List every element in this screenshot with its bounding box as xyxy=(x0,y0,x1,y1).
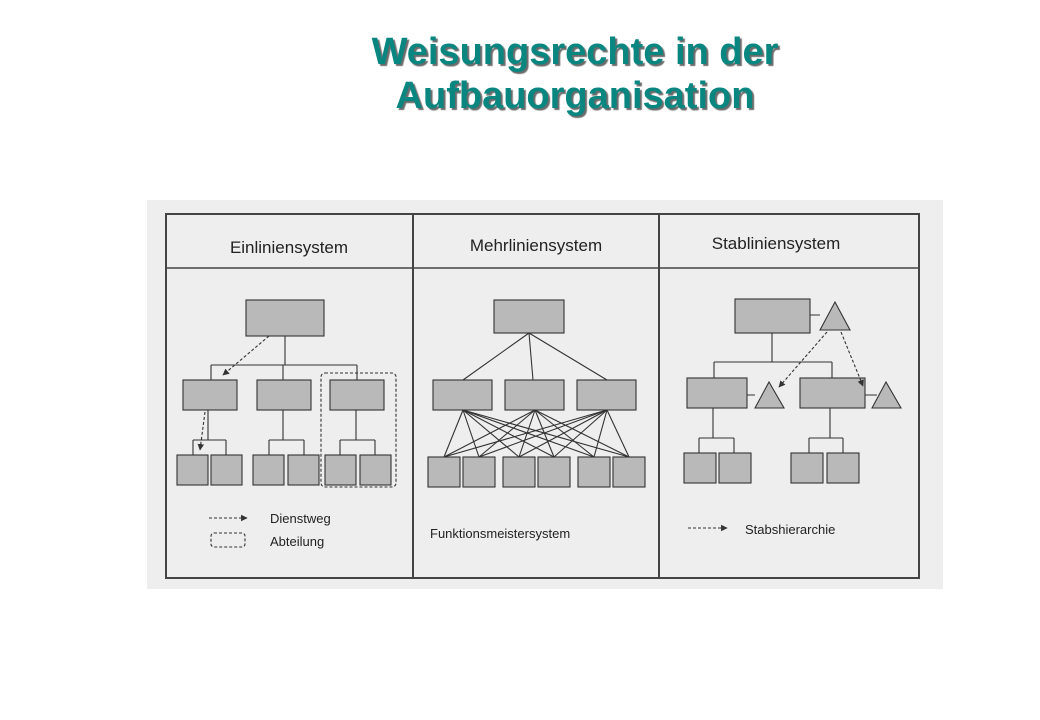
functional-line xyxy=(462,409,630,458)
org-box xyxy=(359,454,392,486)
functional-line xyxy=(518,409,608,458)
org-box xyxy=(329,379,385,411)
org-box xyxy=(537,456,571,488)
org-box xyxy=(182,379,238,411)
dienstweg-arrow xyxy=(197,411,206,451)
panel-title-mehrliniensystem: Mehrliniensystem xyxy=(470,236,602,255)
legend-dienstweg-label: Dienstweg xyxy=(270,511,331,526)
org-box xyxy=(427,456,461,488)
org-box xyxy=(686,377,748,409)
department-outline xyxy=(320,372,397,488)
legend-stabshierarchie-label: Stabshierarchie xyxy=(745,522,835,537)
staff-unit-triangle xyxy=(754,380,785,409)
org-box xyxy=(256,379,312,411)
org-box xyxy=(790,452,824,484)
org-box xyxy=(577,456,611,488)
staff-unit-triangle xyxy=(871,380,902,409)
org-box xyxy=(826,452,860,484)
org-box xyxy=(252,454,285,486)
functional-line xyxy=(462,409,520,458)
functional-line xyxy=(462,409,480,458)
org-box xyxy=(718,452,752,484)
functional-line xyxy=(593,409,608,458)
functional-line xyxy=(443,409,608,458)
staff-unit-triangle xyxy=(819,300,851,331)
functional-line xyxy=(462,409,595,458)
slide-title-line-2: Aufbauorganisation xyxy=(395,75,755,117)
org-box xyxy=(612,456,646,488)
einlinien-chart: Dienstweg Abteilung xyxy=(176,299,397,549)
functional-line xyxy=(443,409,464,458)
org-box xyxy=(576,379,637,411)
org-box xyxy=(324,454,357,486)
org-box xyxy=(210,454,243,486)
org-box xyxy=(493,299,565,334)
functional-line xyxy=(534,409,630,458)
panel-title-stabliniensystem: Stabliniensystem xyxy=(712,234,841,253)
mehrlinien-chart: Funktionsmeistersystem xyxy=(427,299,646,541)
org-box xyxy=(245,299,325,337)
functional-line xyxy=(462,409,555,458)
org-box xyxy=(287,454,320,486)
functional-line xyxy=(443,409,536,458)
org-box xyxy=(502,456,536,488)
org-box xyxy=(683,452,717,484)
functional-line xyxy=(478,409,536,458)
org-box xyxy=(734,298,811,334)
organization-diagram: Einliniensystem Mehrliniensystem Stablin… xyxy=(147,200,943,589)
stablinien-chart: Stabshierarchie xyxy=(683,298,902,537)
panel-title-einliniensystem: Einliniensystem xyxy=(230,238,348,257)
slide-title-line-1: Weisungsrechte in der xyxy=(371,31,779,73)
functional-line xyxy=(606,409,630,458)
functional-lines xyxy=(443,409,630,458)
legend-abteilung-label: Abteilung xyxy=(270,534,324,549)
functional-line xyxy=(553,409,608,458)
org-box xyxy=(432,379,493,411)
org-box xyxy=(462,456,496,488)
dienstweg-arrow xyxy=(222,335,270,376)
org-box xyxy=(799,377,866,409)
legend-funktionsmeistersystem-label: Funktionsmeistersystem xyxy=(430,526,570,541)
functional-line xyxy=(534,409,595,458)
org-box xyxy=(504,379,565,411)
functional-line xyxy=(478,409,608,458)
org-box xyxy=(176,454,209,486)
stabshierarchie-arrow xyxy=(778,331,828,388)
slide-title: Weisungsrechte in der Aufbauorganisation xyxy=(0,30,1040,118)
legend-abteilung-symbol xyxy=(210,532,246,548)
diagram-frame xyxy=(165,213,920,579)
